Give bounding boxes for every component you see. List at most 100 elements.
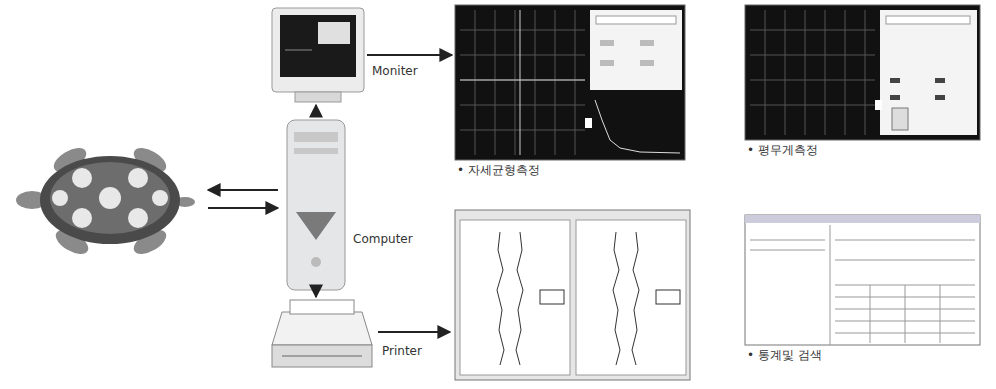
monitor-picture (280, 15, 356, 77)
printer-picture (272, 300, 372, 367)
printout-screenshot (460, 220, 570, 375)
printout-screenshot (540, 290, 564, 304)
signal-arrows (378, 331, 450, 333)
screenshot (460, 30, 585, 31)
computer-node: Computer (287, 120, 345, 290)
screenshot (495, 10, 496, 155)
balance-platform (72, 168, 92, 188)
computer-picture (287, 120, 345, 290)
screenshot (460, 55, 585, 56)
screenshot (455, 5, 685, 160)
printer-picture (282, 356, 362, 357)
computer-picture (294, 132, 338, 142)
screenshot (460, 80, 585, 81)
printout-screenshot (455, 210, 690, 380)
printout-screenshot (455, 210, 690, 380)
screenshot (745, 215, 980, 345)
screenshot (460, 80, 585, 81)
screenshot (750, 10, 875, 135)
screen-node: • 통계및 검색 (745, 215, 980, 345)
screenshot (875, 100, 882, 110)
printout-screenshot (656, 290, 680, 304)
arrow-connector (367, 54, 452, 56)
screenshot (460, 10, 585, 155)
signal-arrows (208, 207, 278, 209)
printer-node: Printer (272, 300, 372, 367)
monitor-node: Moniter (272, 8, 364, 102)
balance-platform (40, 156, 180, 244)
screenshot (745, 215, 980, 345)
screenshot (460, 130, 585, 131)
screenshot (845, 10, 846, 135)
balance-platform (16, 143, 195, 259)
monitor-picture (272, 8, 364, 92)
screenshot (745, 5, 980, 140)
screenshot (595, 100, 680, 153)
screenshot (890, 95, 900, 100)
screenshot (870, 285, 871, 343)
computer-picture (296, 212, 336, 240)
printout-screenshot (576, 220, 686, 375)
computer-picture (287, 120, 345, 290)
screenshot (935, 78, 945, 83)
screen-node: • 평무게측정 (745, 5, 980, 140)
device-label: Computer (351, 232, 415, 246)
arrow-connector (315, 105, 317, 117)
screenshot (745, 5, 980, 140)
screenshot (460, 105, 585, 106)
monitor-picture (272, 8, 364, 102)
screenshot (830, 225, 831, 345)
screen-caption: • 통계및 검색 (745, 348, 824, 362)
screenshot (750, 240, 975, 343)
device-label: Printer (380, 344, 424, 358)
balance-platform (128, 168, 148, 188)
computer-picture (294, 148, 338, 154)
screenshot (475, 10, 476, 155)
monitor-picture (285, 50, 312, 51)
screenshot (750, 240, 825, 241)
screenshot (590, 10, 682, 90)
screenshot (535, 10, 536, 155)
screen-caption: • 평무게측정 (745, 143, 820, 157)
screenshot (865, 10, 866, 135)
balance-platform (52, 190, 68, 206)
screen-node: • 자세균형측정 (455, 5, 685, 160)
printer-picture (272, 312, 372, 345)
balance-platform (72, 208, 92, 228)
screenshot (886, 16, 970, 24)
signal-arrows (208, 189, 278, 191)
balance-platform (99, 187, 121, 209)
screenshot (835, 240, 975, 241)
balance-platform (152, 190, 168, 206)
arrow-connector (315, 293, 317, 297)
screenshot (785, 10, 786, 135)
device-label: Moniter (370, 64, 420, 78)
screenshot (596, 16, 676, 24)
screenshot (935, 95, 945, 100)
screenshot (555, 10, 556, 155)
screenshot (520, 10, 521, 155)
screenshot (640, 40, 654, 46)
printer-picture (290, 300, 354, 314)
screenshot (515, 10, 516, 155)
screenshot (905, 285, 906, 343)
screenshot (745, 215, 980, 223)
screenshot (455, 5, 685, 160)
screenshot (750, 250, 825, 251)
printout-screenshot (613, 232, 620, 365)
screenshot (750, 105, 875, 106)
screenshot (750, 55, 875, 56)
computer-picture (311, 257, 321, 267)
balance-platform (50, 162, 170, 234)
screenshot (765, 10, 766, 135)
balance-platform (128, 208, 148, 228)
screenshot (575, 10, 576, 155)
screenshot (640, 60, 654, 66)
screenshot (825, 10, 826, 135)
screenshot (892, 108, 908, 130)
monitor-picture (318, 22, 350, 44)
printout-screenshot (497, 232, 504, 365)
screenshot (750, 30, 875, 31)
monitor-picture (295, 92, 341, 102)
